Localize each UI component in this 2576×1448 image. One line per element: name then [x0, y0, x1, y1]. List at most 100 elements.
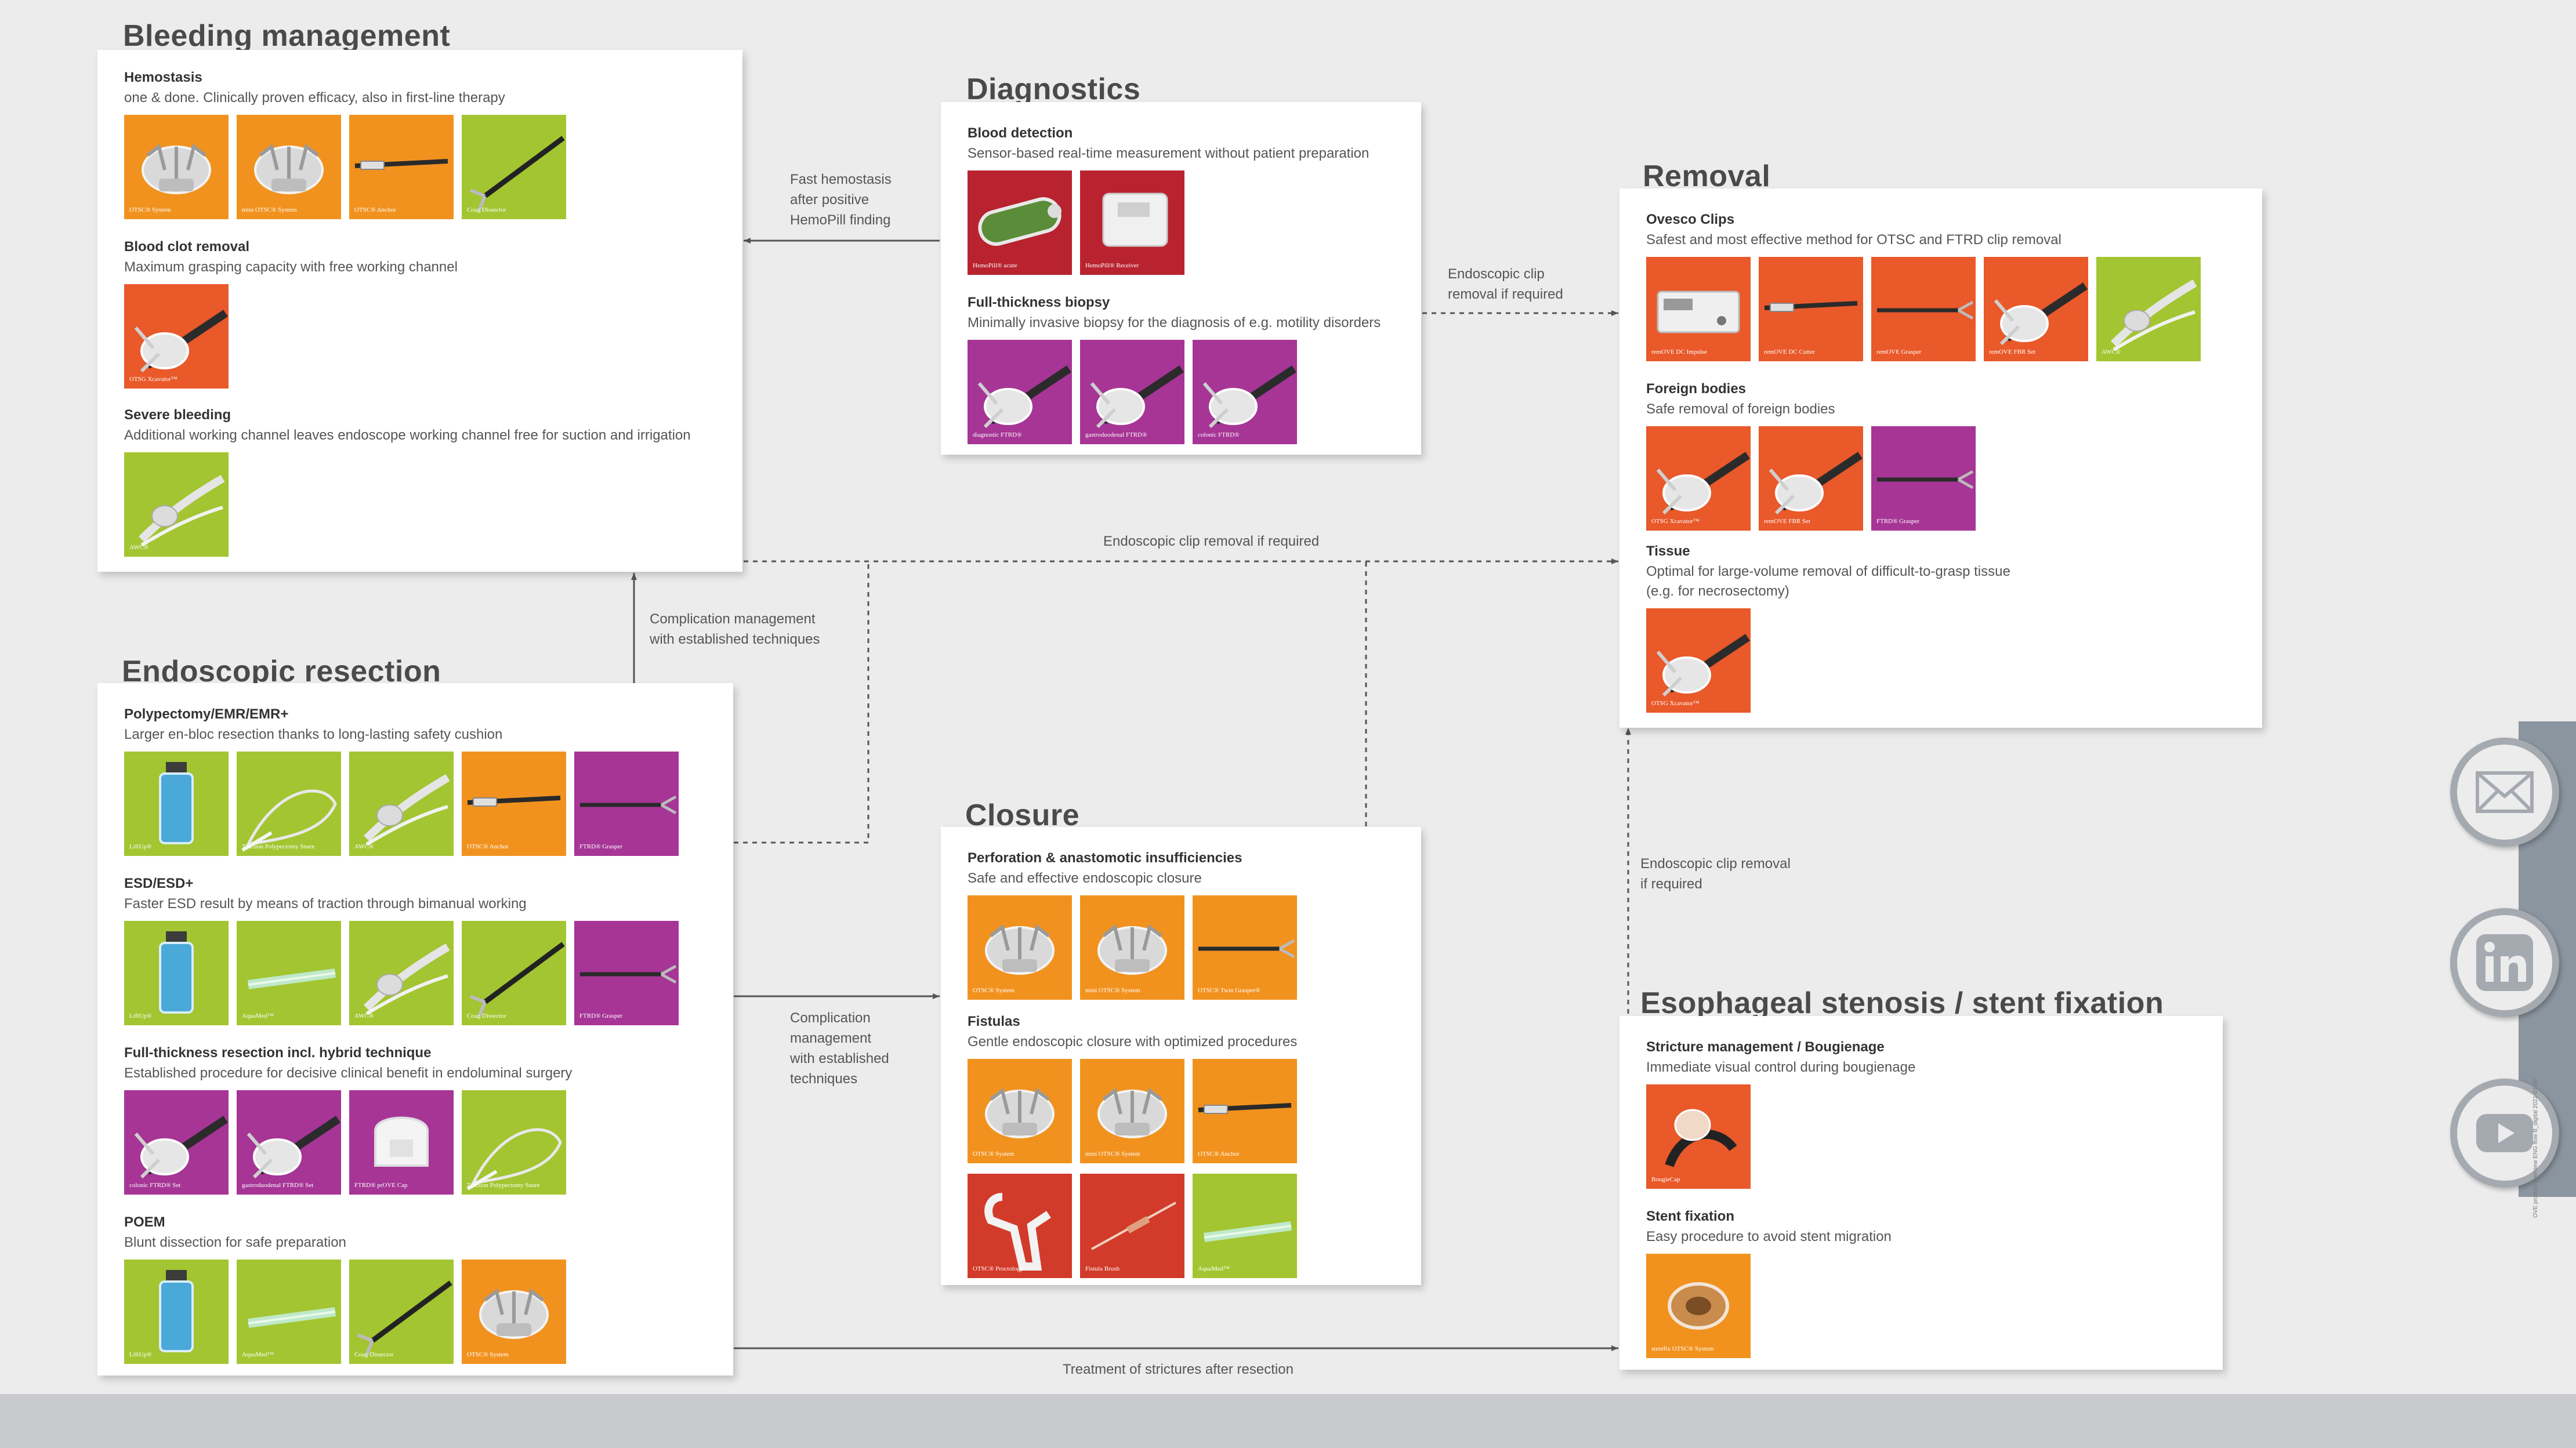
group-title: ESD/ESD+ — [124, 876, 194, 891]
product-tile[interactable]: gastroduodenal FTRD® Set — [237, 1090, 341, 1195]
cap-icon — [134, 310, 228, 373]
product-tile[interactable]: FTRD® Grasper — [574, 752, 679, 856]
product-tile[interactable]: AWC® — [124, 452, 229, 557]
product-tile[interactable]: FTRD® Grasper — [574, 921, 679, 1025]
product-tile[interactable]: Coag Dissector — [462, 115, 566, 219]
product-tile[interactable]: mini OTSC® System — [1080, 1059, 1184, 1163]
product-tile[interactable]: OTSC® Anchor — [349, 115, 454, 219]
product-tile[interactable]: remOVE Grasper — [1871, 257, 1976, 361]
product-tile[interactable]: OTSC® Proctology — [968, 1174, 1072, 1278]
product-tile[interactable]: OTSG Xcavator™ — [1646, 608, 1751, 713]
product-tile-label: Coag Dissector — [354, 1351, 394, 1358]
linkedin-button[interactable] — [2450, 908, 2559, 1017]
product-tile[interactable]: OTSG Xcavator™ — [124, 284, 229, 389]
product-tile-label: Fistula Brush — [1085, 1265, 1119, 1272]
product-tile[interactable]: AWC® — [349, 921, 454, 1025]
channel-icon — [139, 474, 225, 547]
product-tile[interactable]: AWC® — [349, 752, 454, 856]
product-tile-label: colonic FTRD® — [1198, 431, 1240, 438]
youtube-button[interactable] — [2450, 1079, 2559, 1188]
product-tile[interactable]: LiftUp® — [124, 921, 229, 1025]
product-tile[interactable]: mini OTSC® System — [237, 115, 341, 219]
vial-icon — [159, 762, 194, 844]
product-tile[interactable]: Fistula Brush — [1080, 1174, 1184, 1278]
cap-icon — [134, 1116, 228, 1179]
product-tile[interactable]: FTRD® Grasper — [1871, 426, 1976, 531]
mail-button[interactable] — [2450, 738, 2559, 847]
group-title: Fistulas — [968, 1014, 1020, 1029]
edge-label-clip-removal-stenosis: Endoscopic clip removal if required — [1640, 856, 1791, 892]
product-tile[interactable]: Coag Dissector — [349, 1260, 454, 1364]
product-tile-label: HemoPill® acute — [973, 262, 1017, 269]
product-tile[interactable]: AquaMed™ — [1193, 1174, 1297, 1278]
product-tile[interactable]: BougieCap — [1646, 1084, 1751, 1189]
section-title-stenosis: Esophageal stenosis / stent fixation — [1640, 986, 2164, 1020]
product-tile[interactable]: OTSC® System — [968, 895, 1072, 1000]
product-tile[interactable]: OTSC® System — [968, 1059, 1072, 1163]
cap-icon — [1656, 452, 1750, 515]
product-tile[interactable]: HemoPill® acute — [968, 170, 1072, 275]
product-tile[interactable]: OTSC® Anchor — [1193, 1059, 1297, 1163]
product-tile[interactable]: remOVE FBR Set — [1984, 257, 2088, 361]
generator-icon — [1657, 291, 1740, 333]
group-description: one & done. Clinically proven efficacy, … — [124, 90, 505, 106]
product-tile[interactable]: OTSC® Anchor — [462, 752, 566, 856]
product-tile[interactable]: OTSC® System — [124, 115, 229, 219]
product-group: Perforation & anastomotic insufficiencie… — [968, 850, 1297, 1000]
product-tile-label: AWC® — [129, 544, 149, 551]
product-tile-label: OTSG Xcavator™ — [129, 376, 177, 383]
product-tile-label: AWC® — [354, 1012, 374, 1019]
group-description: Faster ESD result by means of traction t… — [124, 896, 527, 912]
group-description-line2: (e.g. for necrosectomy) — [1646, 583, 1789, 599]
product-tile-label: Coag Dissector — [467, 206, 506, 213]
product-tile[interactable]: LiftUp® — [124, 1260, 229, 1364]
product-tile[interactable]: OTSC® Twin Grasper® — [1193, 895, 1297, 1000]
product-tile-label: remOVE DC Cutter — [1764, 349, 1815, 355]
product-tile[interactable]: LiftUp® — [124, 752, 229, 856]
product-tile[interactable]: colonic FTRD® Set — [124, 1090, 229, 1195]
product-tile[interactable]: OTSG Xcavator™ — [1646, 426, 1751, 531]
product-tiles: diagnostic FTRD® gastroduodenal FTRD® colo… — [968, 340, 1381, 444]
product-tile[interactable]: FTRD® prOVE Cap — [349, 1090, 454, 1195]
product-tile[interactable]: colonic FTRD® — [1193, 340, 1297, 444]
footer-band — [0, 1394, 2576, 1448]
product-tile[interactable]: gastroduodenal FTRD® — [1080, 340, 1184, 444]
product-tile-label: gastroduodenal FTRD® — [1085, 431, 1147, 438]
product-tile[interactable]: stentfix OTSC® System — [1646, 1254, 1751, 1358]
group-title: Perforation & anastomotic insufficiencie… — [968, 850, 1242, 866]
product-tile-label: OTSC® System — [973, 1151, 1015, 1157]
catheter-icon — [1764, 301, 1858, 312]
product-tile[interactable]: AWC® — [2096, 257, 2201, 361]
section-title-closure: Closure — [965, 799, 1080, 832]
product-tile[interactable]: diagnostic FTRD® — [968, 340, 1072, 444]
product-tile[interactable]: AquaMed™ — [237, 921, 341, 1025]
product-tile[interactable]: OTSC® System — [462, 1260, 566, 1364]
ring-icon — [1668, 1282, 1729, 1330]
product-tile[interactable]: remOVE DC Cutter — [1759, 257, 1863, 361]
product-tile[interactable]: mini OTSC® System — [1080, 895, 1184, 1000]
product-tile[interactable]: HemoPill® Receiver — [1080, 170, 1184, 275]
product-tile[interactable]: Coag Dissector — [462, 921, 566, 1025]
product-tile-label: OTSC® Anchor — [1198, 1151, 1240, 1157]
product-tile[interactable]: AquaMed™ — [237, 1260, 341, 1364]
clip-icon — [1097, 924, 1167, 975]
product-tile[interactable]: Traction Polypectomy Snare — [237, 752, 341, 856]
edge-label-complication-closure: Complication management with established… — [790, 1010, 889, 1087]
group-description: Sensor-based real-time measurement witho… — [968, 146, 1369, 161]
product-tile-label: OTSC® Anchor — [354, 206, 396, 213]
product-tile-label: LiftUp® — [129, 843, 152, 850]
product-tile[interactable]: remOVE DC Impulse — [1646, 257, 1751, 361]
product-tile-label: FTRD® Grasper — [1876, 518, 1920, 525]
product-tile[interactable]: Traction Polypectomy Snare — [462, 1090, 566, 1195]
brush-icon — [1091, 1202, 1176, 1250]
grasper-icon — [1198, 939, 1295, 959]
mail-icon — [2476, 771, 2534, 813]
product-tile[interactable]: remOVE FBR Set — [1759, 426, 1863, 531]
group-title: Tissue — [1646, 543, 1690, 559]
forceps-icon — [469, 136, 565, 212]
group-title: Hemostasis — [124, 70, 202, 85]
